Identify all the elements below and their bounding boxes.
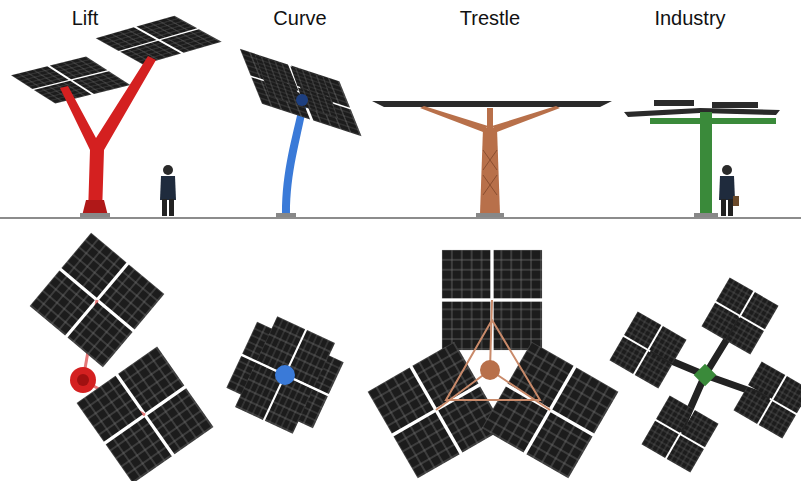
design-title: Curve xyxy=(273,7,326,29)
design-title: Industry xyxy=(654,7,725,29)
design-title: Trestle xyxy=(460,7,520,29)
design-title: Lift xyxy=(72,7,99,29)
